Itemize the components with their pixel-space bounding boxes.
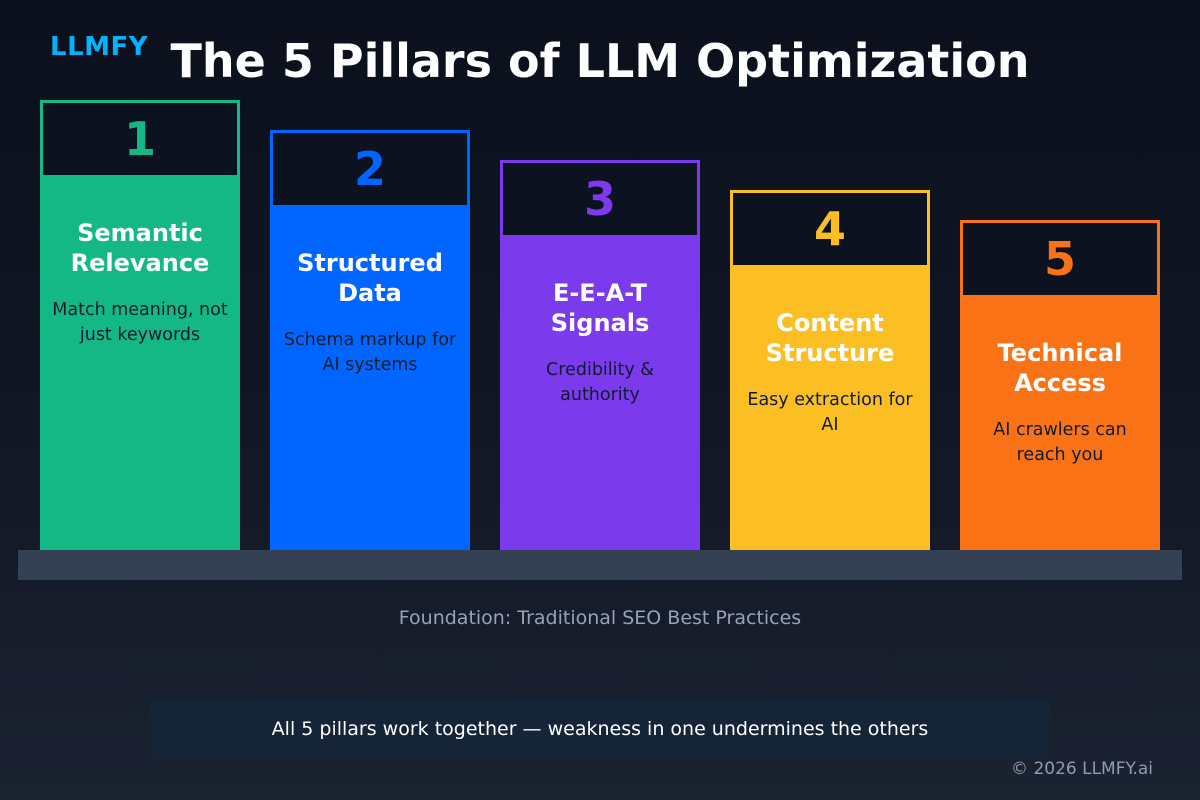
pillar-number-box: 1 [40, 100, 240, 178]
pillar-title: Content Structure [765, 309, 895, 367]
pillar-number-box: 5 [960, 220, 1160, 298]
pillar-subtitle: Match meaning, not just keywords [52, 300, 228, 346]
pillar-title: Semantic Relevance [70, 219, 210, 277]
pillar-number: 5 [1043, 232, 1076, 286]
footer-note-banner: All 5 pillars work together — weakness i… [150, 700, 1050, 758]
pillar-subtitle: Credibility & authority [546, 360, 654, 406]
brand-logo: LLMFY [50, 32, 149, 62]
pillar-number-box: 2 [270, 130, 470, 208]
pillar-body: E-E-A-T Signals Credibility & authority [500, 238, 700, 550]
pillar-number: 4 [813, 202, 846, 256]
pillar-subtitle: Easy extraction for AI [747, 390, 913, 436]
pillar-subtitle: AI crawlers can reach you [993, 420, 1127, 466]
pillar-number-box: 3 [500, 160, 700, 238]
pillar-number-box: 4 [730, 190, 930, 268]
pillar-title: Technical Access [997, 339, 1123, 397]
footer-note-text: All 5 pillars work together — weakness i… [271, 718, 929, 740]
pillar-number: 2 [353, 142, 386, 196]
pillar-semantic-relevance: 1 Semantic Relevance Match meaning, not … [40, 100, 240, 550]
pillar-body: Technical Access AI crawlers can reach y… [960, 298, 1160, 550]
foundation-label: Foundation: Traditional SEO Best Practic… [398, 607, 802, 629]
pillar-subtitle: Schema markup for AI systems [283, 330, 457, 376]
pillar-structured-data: 2 Structured Data Schema markup for AI s… [270, 130, 470, 550]
pillar-body: Semantic Relevance Match meaning, not ju… [40, 178, 240, 550]
page-title: The 5 Pillars of LLM Optimization [170, 34, 1030, 88]
pillar-content-structure: 4 Content Structure Easy extraction for … [730, 190, 930, 550]
pillar-body: Content Structure Easy extraction for AI [730, 268, 930, 550]
pillar-title: Structured Data [297, 249, 443, 307]
pillar-number: 1 [123, 112, 156, 166]
pillar-technical-access: 5 Technical Access AI crawlers can reach… [960, 220, 1160, 550]
pillar-eeat-signals: 3 E-E-A-T Signals Credibility & authorit… [500, 160, 700, 550]
pillar-number: 3 [583, 172, 616, 226]
foundation-bar [18, 550, 1182, 580]
pillar-body: Structured Data Schema markup for AI sys… [270, 208, 470, 550]
pillar-title: E-E-A-T Signals [550, 279, 650, 337]
copyright-text: © 2026 LLMFY.ai [1011, 759, 1153, 779]
